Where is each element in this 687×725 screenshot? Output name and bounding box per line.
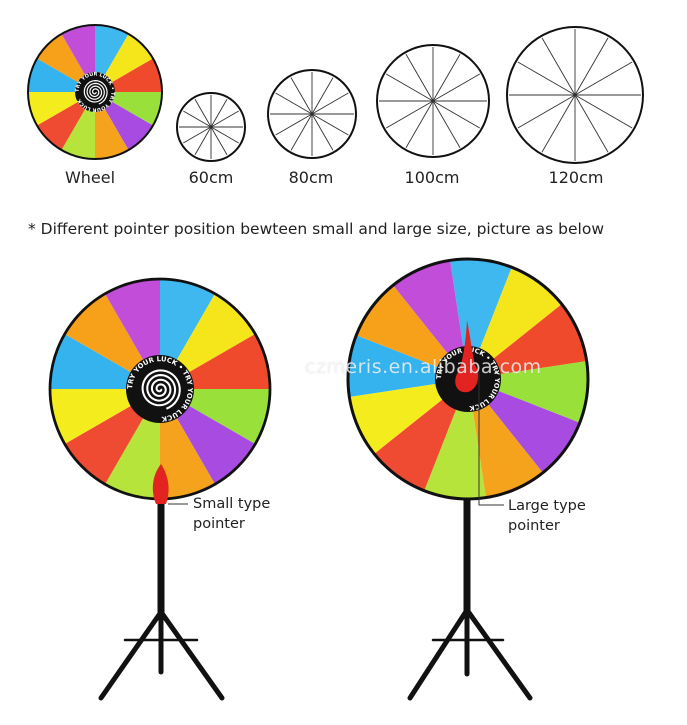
mini-wheel-rim [27, 24, 163, 160]
large-wheel-segment [468, 304, 587, 379]
outline-60-spoke [183, 126, 212, 144]
outline-wheel-120cm [506, 26, 644, 164]
outline-100-spoke [386, 73, 434, 102]
outline-80-spoke [275, 92, 313, 115]
pointer-position-note: * Different pointer position bewteen sma… [28, 220, 604, 238]
small-pointer-callout-line2: pointer [193, 516, 245, 532]
wheel-label: Wheel [64, 168, 116, 187]
outline-120-spoke [574, 94, 609, 153]
outline-wheel-60cm [176, 92, 246, 162]
outline-60-spoke [210, 110, 239, 128]
large-pointer-callout-line2: pointer [508, 518, 560, 534]
outline-60-spoke [210, 99, 228, 128]
large-wheel-rim [346, 257, 590, 501]
watermark: czmeris.en.alibaba.com [305, 356, 542, 378]
outline-60-spoke [210, 126, 228, 155]
mini-wheel-segment [95, 33, 154, 92]
size-120cm-label: 120cm [548, 168, 604, 187]
large-wheel-segment [349, 379, 468, 454]
outline-120-spoke [574, 94, 633, 129]
small-pointer-callout: Small type pointer [193, 494, 270, 534]
small-wheel-stand [98, 496, 225, 701]
outline-wheel-100cm [376, 44, 490, 158]
large-pointer-icon [455, 320, 479, 393]
outline-100-spoke [405, 100, 434, 148]
outline-80-spoke [311, 113, 334, 151]
large-pointer-callout: Large type pointer [508, 496, 586, 536]
size-60cm-label: 60cm [188, 168, 234, 187]
large-wheel-segment [468, 379, 543, 498]
large-wheel-segment [393, 260, 468, 379]
outline-80-spoke [311, 113, 349, 136]
large-wheel-segment [356, 285, 468, 379]
outline-100-spoke [386, 100, 434, 129]
outline-120-spoke [541, 37, 576, 96]
small-wheel-hub [126, 355, 194, 423]
outline-120-spoke [517, 61, 576, 96]
outline-80-spoke [311, 92, 349, 115]
mini-wheel-segment [95, 92, 154, 151]
outline-60-spoke [210, 126, 239, 144]
mini-wheel-segment [36, 92, 95, 151]
size-100cm-label: 100cm [404, 168, 460, 187]
outline-80-spoke [290, 77, 313, 115]
outline-60-spoke [194, 126, 212, 155]
outline-120-spoke [574, 37, 609, 96]
outline-120-spoke [517, 94, 576, 129]
outline-60-spoke [194, 99, 212, 128]
large-pointer-callout-line1: Large type [508, 498, 586, 514]
mini-wheel-spiral-icon [83, 80, 108, 105]
mini-wheel-hub [75, 72, 115, 112]
outline-100-spoke [432, 100, 461, 148]
outline-100-spoke [432, 100, 480, 129]
large-wheel-segment [468, 267, 562, 379]
small-prize-wheel: TRY YOUR LUCK • TRY YOUR LUCK [48, 277, 272, 501]
large-pointer-leader [478, 372, 504, 506]
outline-100-spoke [405, 54, 434, 102]
large-wheel-segment [468, 379, 580, 473]
outline-80-spoke [311, 77, 334, 115]
outline-120-spoke [574, 61, 633, 96]
outline-wheel-80cm [267, 69, 357, 159]
outline-60-spoke [183, 110, 212, 128]
outline-80-spoke [275, 113, 313, 136]
mini-colored-wheel: TRY YOUR LUCK • TRY YOUR LUCK [27, 24, 163, 160]
large-wheel-stand [407, 491, 533, 701]
outline-100-spoke [432, 54, 461, 102]
small-pointer-callout-line1: Small type [193, 496, 271, 512]
large-wheel-segment [374, 379, 468, 491]
outline-80-spoke [290, 113, 313, 151]
size-80cm-label: 80cm [288, 168, 334, 187]
mini-wheel-segment [36, 33, 95, 92]
small-pointer-icon [152, 464, 169, 504]
outline-120-spoke [541, 94, 576, 153]
outline-100-spoke [432, 73, 480, 102]
small-wheel-spiral-icon [141, 369, 181, 410]
